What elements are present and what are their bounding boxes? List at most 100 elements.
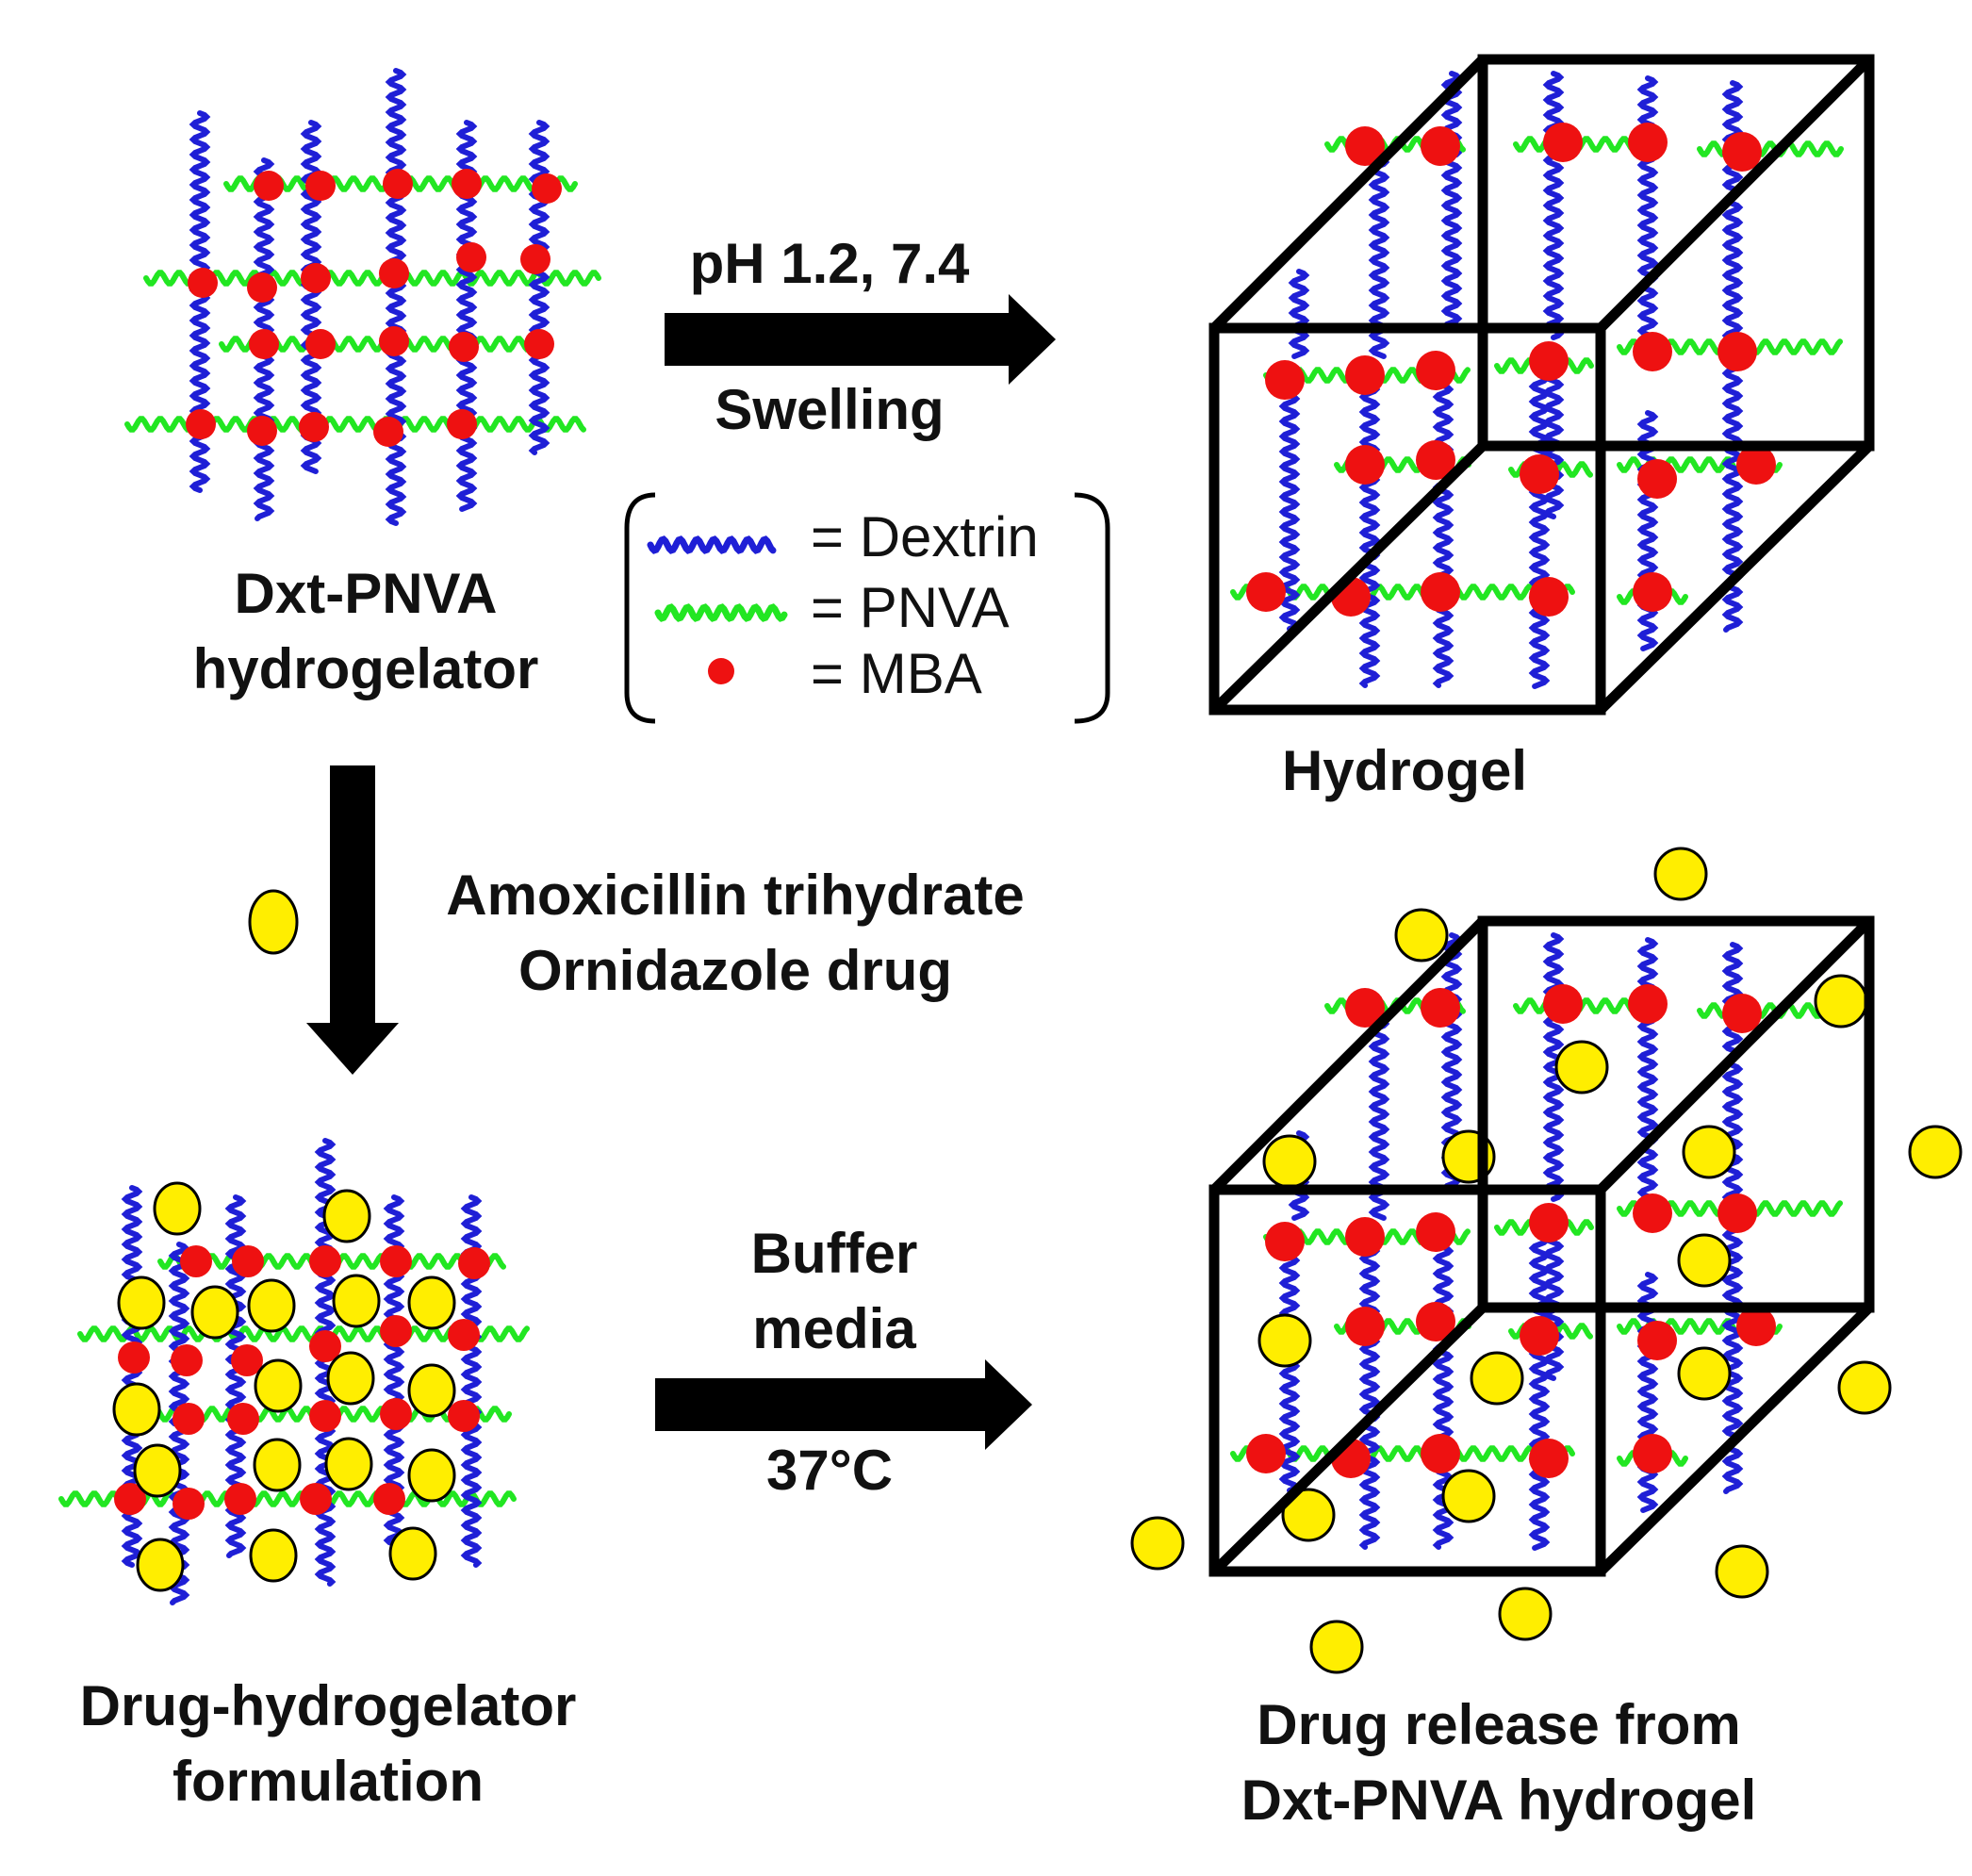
mba-crosslink	[301, 263, 331, 293]
mba-crosslink	[1717, 1193, 1757, 1233]
mba-crosslink	[247, 272, 277, 303]
dextrin-chain	[528, 120, 551, 455]
mba-crosslink	[186, 409, 216, 439]
mba-crosslink	[1736, 445, 1776, 485]
mba-crosslink	[1529, 1439, 1569, 1478]
release-arrow	[655, 1359, 1032, 1450]
mba-crosslink	[173, 1488, 205, 1520]
mba-crosslink	[1345, 445, 1385, 485]
drug-molecule	[254, 1358, 303, 1413]
drug-molecule	[112, 1382, 161, 1437]
mba-crosslink	[171, 1344, 203, 1376]
mba-crosslink	[1416, 351, 1455, 390]
mba-crosslink	[373, 417, 403, 447]
drug-molecule	[1653, 847, 1708, 901]
mba-crosslink	[1345, 126, 1385, 166]
drug-molecule	[1682, 1125, 1736, 1179]
mba-crosslink	[1416, 1212, 1455, 1252]
drug-molecule	[1837, 1360, 1892, 1415]
dextrin-chain	[1721, 80, 1744, 350]
drug-molecule	[1281, 1488, 1336, 1542]
mba-crosslink	[254, 171, 284, 201]
drug-molecule	[1262, 1134, 1317, 1189]
cube-front-face	[1208, 1184, 1606, 1577]
mba-crosslink	[448, 1319, 480, 1351]
mba-crosslink	[1722, 994, 1762, 1033]
pnva-chain	[143, 270, 601, 287]
dextrin-chain	[1288, 269, 1310, 359]
cube-contents	[1230, 932, 1844, 1551]
cube-edge	[1210, 1304, 1487, 1575]
mba-crosslink	[1637, 1321, 1677, 1360]
mba-crosslink	[1421, 126, 1460, 166]
mba-crosslink	[1265, 360, 1305, 400]
drug-molecule	[1498, 1587, 1553, 1641]
mba-crosslink	[227, 1403, 259, 1435]
mba-crosslink	[1633, 1193, 1672, 1233]
swelling-label: Swelling	[715, 378, 944, 441]
drug-molecule	[133, 1443, 182, 1498]
cube-edge	[1597, 1304, 1873, 1575]
pnva-chain	[654, 603, 788, 622]
drug-release-cube	[1130, 847, 1963, 1674]
drug-molecule	[1677, 1233, 1732, 1288]
drug-molecule	[1715, 1544, 1769, 1599]
swelling-arrow	[665, 294, 1056, 385]
cube-edge	[1210, 56, 1487, 332]
mba-crosslink	[383, 169, 413, 199]
mba-crosslink	[1529, 341, 1569, 381]
dextrin-chain	[1358, 368, 1381, 688]
drug-molecule	[1554, 1040, 1609, 1094]
release-label-line1: Drug release from	[1257, 1693, 1741, 1756]
mba-crosslink	[1628, 984, 1668, 1024]
cube-frame	[1208, 915, 1875, 1577]
drug-molecule	[1257, 1313, 1312, 1368]
mba-crosslink	[309, 1400, 341, 1432]
mba-crosslink	[380, 1315, 412, 1347]
mba-crosslink	[380, 1398, 412, 1430]
drug-molecule	[1908, 1125, 1963, 1179]
dextrin-chain	[1542, 932, 1565, 1202]
drug-molecule-icon	[248, 889, 299, 955]
dextrin-chain	[1636, 75, 1659, 339]
drug-molecule	[247, 1278, 296, 1333]
mba-crosslink	[456, 242, 486, 272]
mba-crosslink	[1421, 1434, 1460, 1473]
mba-crosslink	[452, 169, 482, 199]
mba-crosslink	[247, 416, 277, 446]
dextrin-chain	[1528, 372, 1551, 689]
mba-crosslink	[380, 1245, 412, 1277]
drug-molecule	[324, 1437, 373, 1491]
mba-crosslink	[249, 329, 279, 359]
mba-crosslink	[1265, 1222, 1305, 1261]
mba-crosslink	[1520, 454, 1559, 494]
mba-crosslink	[114, 1483, 146, 1515]
mba-crosslink	[379, 326, 409, 356]
drug-label-line1: Amoxicillin trihydrate	[446, 864, 1024, 927]
drug-molecule	[1470, 1351, 1524, 1406]
mba-crosslink	[180, 1245, 212, 1277]
legend-dextrin-label: = Dextrin	[811, 505, 1039, 568]
dextrin-chain	[1528, 1234, 1551, 1551]
mba-crosslink	[1633, 572, 1672, 612]
buffer-label-line1: Buffer	[751, 1222, 918, 1285]
mba-crosslink	[448, 1400, 480, 1432]
buffer-label-line2: media	[752, 1297, 916, 1360]
hydrogelator-network	[124, 68, 601, 526]
dextrin-chain	[1432, 368, 1454, 688]
mba-crosslink	[224, 1483, 256, 1515]
swelling-condition-label: pH 1.2, 7.4	[690, 232, 970, 295]
drug-molecule	[153, 1181, 202, 1236]
formulation-network	[58, 1138, 530, 1605]
mba-crosslink	[1633, 332, 1672, 371]
cube-edge	[1597, 56, 1873, 332]
drug-label-line2: Ornidazole drug	[518, 939, 952, 1002]
mba-crosslink	[1416, 440, 1455, 480]
mba-crosslink	[1421, 988, 1460, 1028]
drug-molecule	[1814, 974, 1868, 1029]
mba-crosslink	[1246, 1434, 1286, 1473]
cube-frame	[1208, 54, 1875, 716]
drug-loading-arrow	[306, 765, 399, 1075]
mba-crosslink	[449, 332, 479, 362]
